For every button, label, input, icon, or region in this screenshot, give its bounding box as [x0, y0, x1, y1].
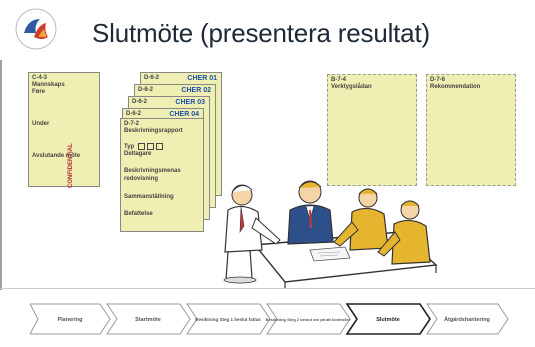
stack-card-code: CHER 02: [181, 87, 211, 94]
note-b-7-4: B-7-4 Verktygslådan: [327, 74, 417, 186]
front-card-item3: Beskrivningsmenas redovisning: [124, 168, 181, 182]
process-step-besiktning-1: Besiktning Steg 1 beslut fattas: [186, 303, 271, 335]
process-step-label: Slutmöte: [376, 317, 400, 323]
process-step-label: Besiktning Steg 1 beslut fattas: [195, 317, 261, 322]
note-d-label: Rekommendation: [430, 84, 481, 90]
note-d-7-6: D-7-6 Rekommendation: [426, 74, 516, 186]
process-step-slutmote-active: Slutmöte: [345, 303, 431, 335]
stack-card-id: D-6-2: [138, 87, 154, 93]
front-card-item5: Befattelse: [124, 211, 153, 217]
person-right-figure-2: [377, 200, 431, 265]
person-right-figure-1: [333, 188, 389, 251]
note-d-id: D-7-6: [430, 77, 446, 83]
process-step-besiktning-2: Besiktning Steg 2 beslut om på att kontr…: [266, 303, 351, 335]
meeting-illustration: [223, 180, 438, 288]
front-card-subtitle: Beskrivningsrapport: [124, 128, 183, 134]
checkbox-icon: [155, 143, 163, 150]
note-line-2: Føre: [32, 89, 46, 95]
process-step-startmote: Startmöte: [106, 303, 191, 335]
process-step-label: Startmöte: [135, 317, 161, 323]
stack-card-code: CHER 03: [175, 99, 205, 106]
note-b-label: Verktygslådan: [331, 84, 372, 90]
process-step-planering: Planering: [30, 303, 111, 335]
stack-card-code: CHER 01: [187, 75, 217, 82]
front-card-typ: Typ: [124, 144, 135, 151]
note-c-4-3: C-4-3 Mannskaps Føre Under Avslutande mö…: [28, 72, 100, 187]
checkbox-icon: [146, 143, 154, 150]
stack-card-id: D-6-2: [144, 75, 160, 81]
front-card-item4: Sammanställning: [124, 194, 174, 200]
process-step-label: Planering: [57, 317, 82, 323]
note-avslutande: Avslutande möte: [32, 153, 81, 159]
process-arrow-chain: Planering Startmöte Besiktning Steg 1 be…: [30, 303, 509, 335]
note-under: Under: [32, 121, 50, 127]
stack-card-id: D-6-2: [126, 111, 142, 117]
person-middle-figure: [287, 180, 334, 245]
stack-card-id: D-6-2: [132, 99, 148, 105]
front-card-id: D-7-2: [124, 121, 140, 127]
stack-card-code: CHER 04: [169, 111, 199, 118]
content-frame-left: [0, 60, 2, 290]
note-id: C-4-3: [32, 75, 48, 81]
person-left-figure: [223, 184, 281, 284]
confidential-stamp: CONFIDENTIAL: [68, 143, 74, 188]
front-card-deltagare: Deltagare: [124, 151, 152, 157]
front-card-d-7-2: D-7-2 Beskrivningsrapport Typ Deltagare …: [120, 118, 204, 232]
note-line-1: Mannskaps: [32, 82, 65, 88]
company-logo: [15, 8, 57, 50]
content-frame-bottom: [0, 288, 535, 289]
process-step-label: Besiktning Steg 2 beslut om på att kontr…: [266, 317, 351, 322]
note-b-id: B-7-4: [331, 77, 347, 83]
process-step-label: Åtgärdshantering: [444, 316, 490, 323]
front-card-typ-row: Typ: [124, 143, 163, 152]
checkbox-icon: [137, 143, 145, 150]
page-title: Slutmöte (presentera resultat): [92, 18, 430, 48]
process-step-atgardshantering: Åtgärdshantering: [426, 303, 509, 335]
